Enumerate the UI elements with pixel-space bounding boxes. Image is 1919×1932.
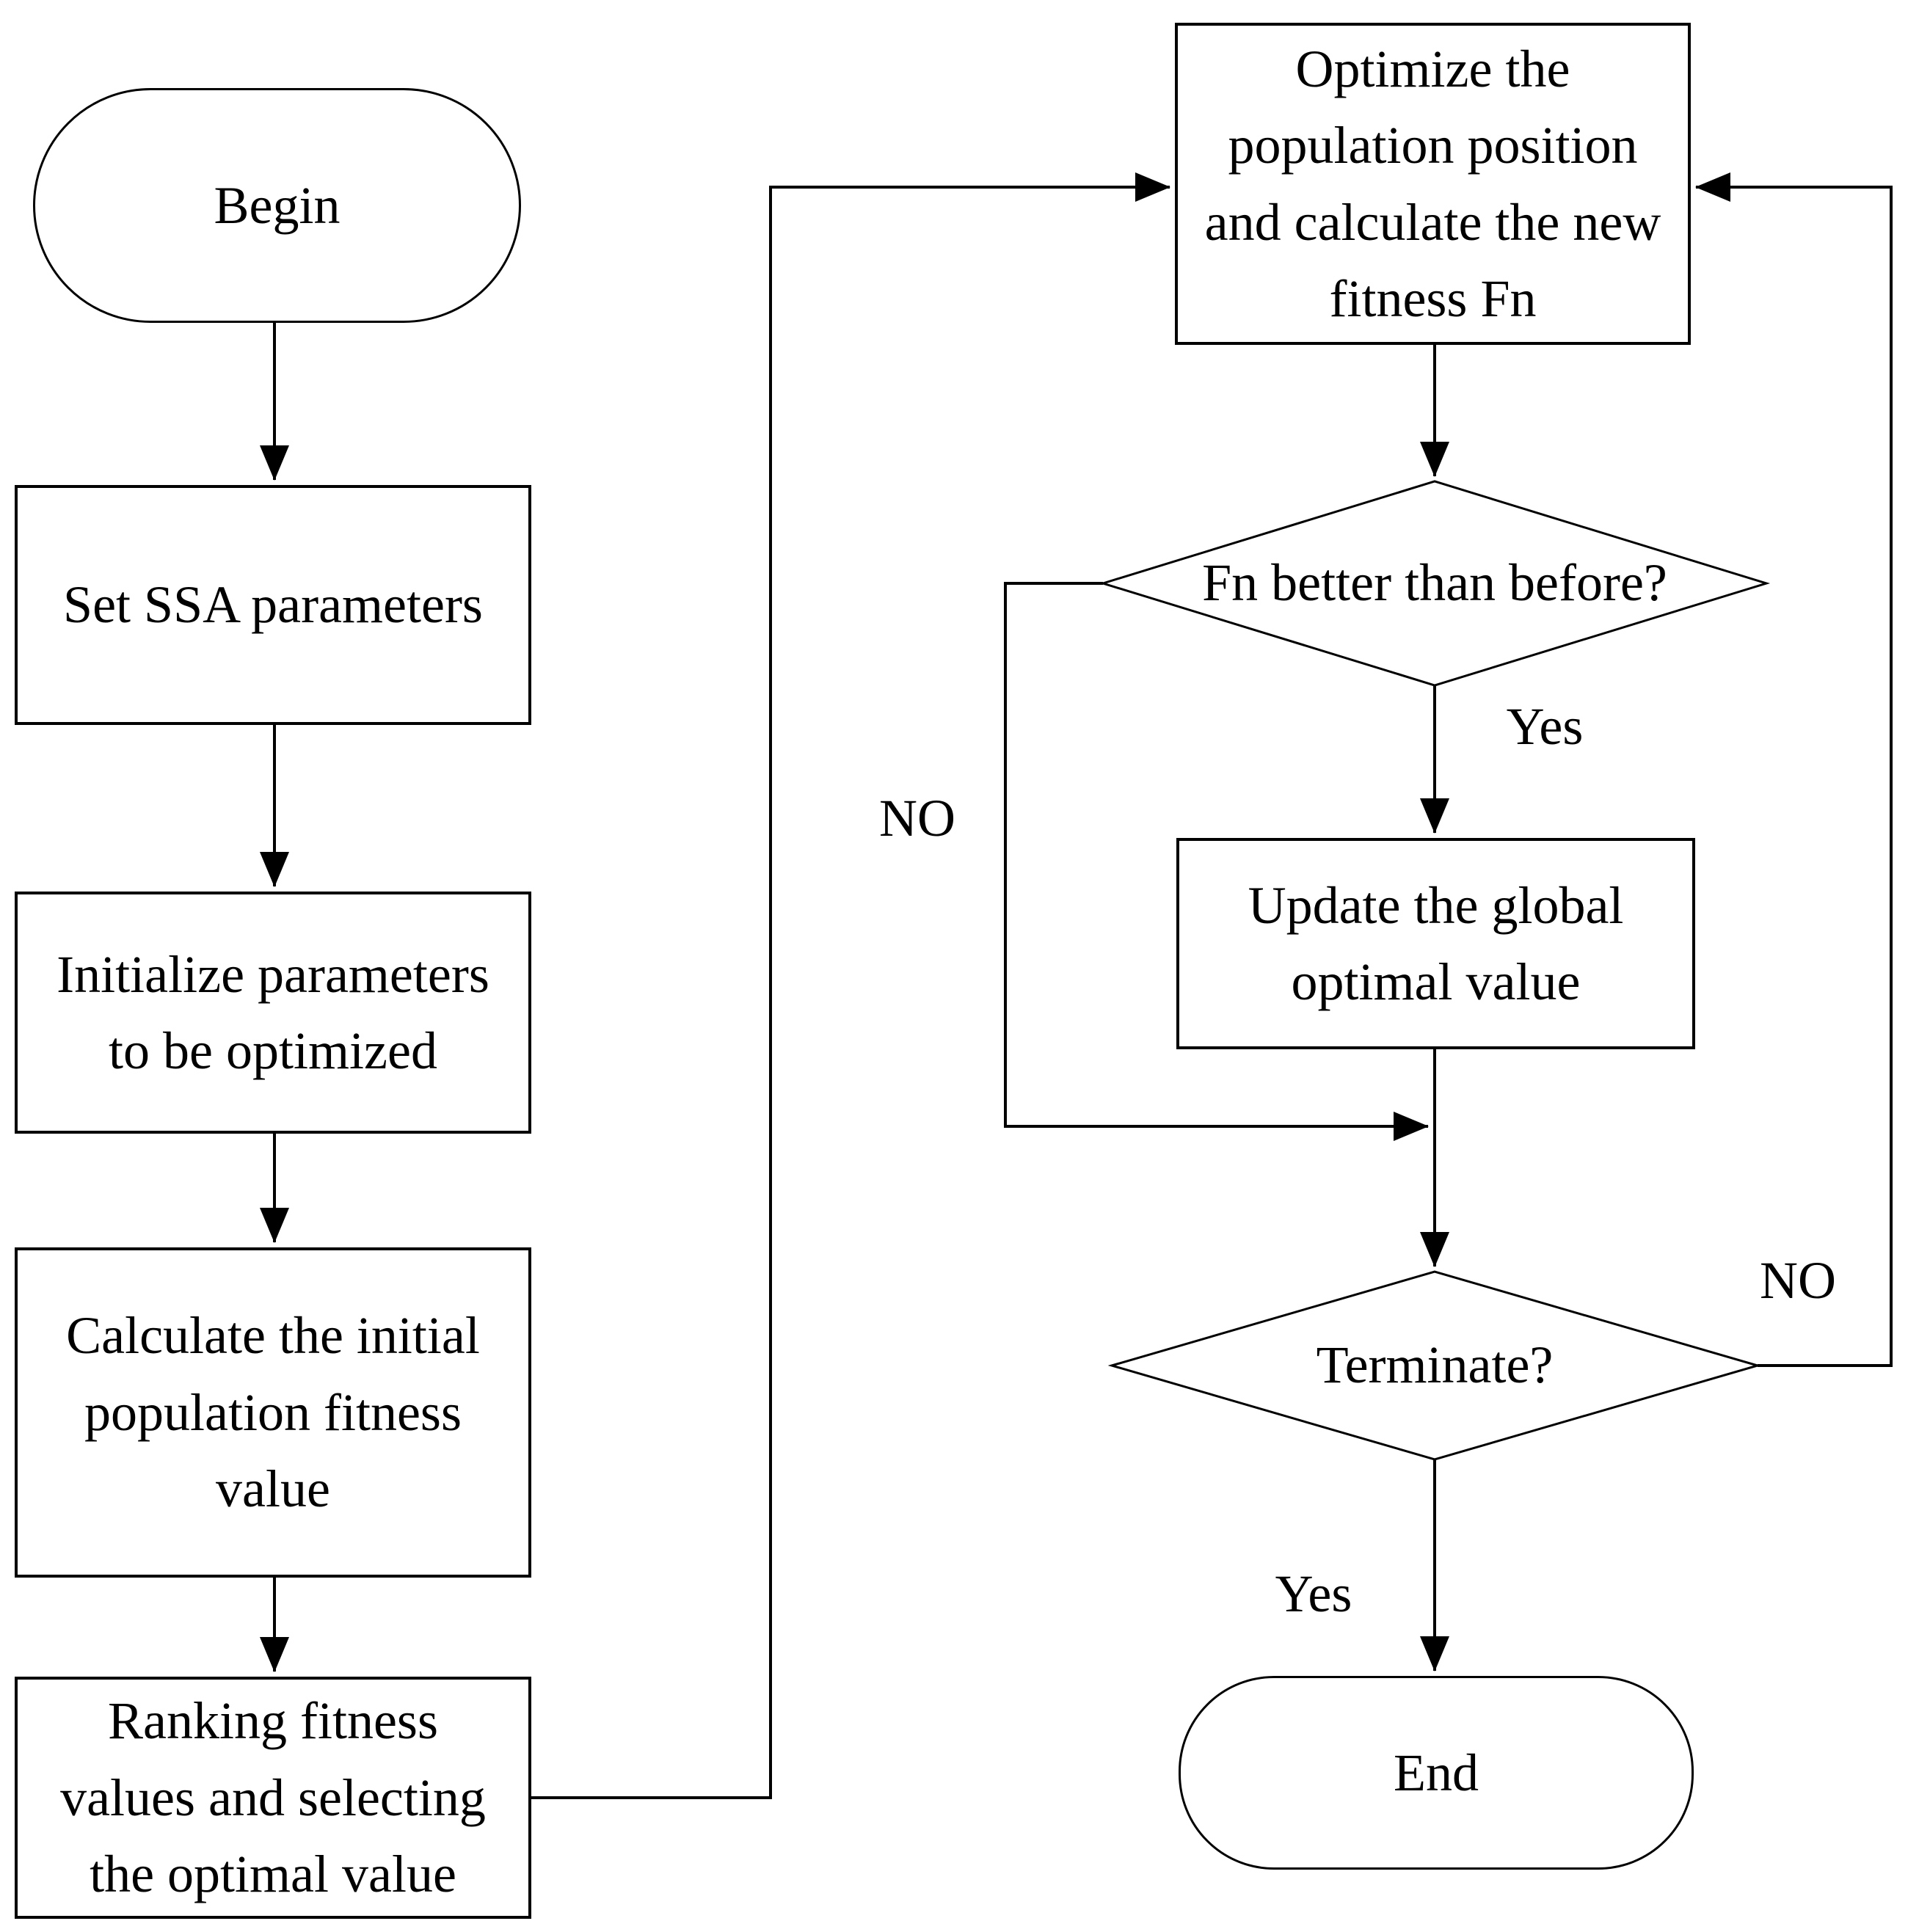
node-end: End bbox=[1179, 1676, 1694, 1870]
decision-terminate-label: Terminate? bbox=[1316, 1335, 1554, 1395]
node-begin: Begin bbox=[33, 88, 521, 323]
node-calculate-initial-fitness: Calculate the initial population fitness… bbox=[15, 1247, 531, 1578]
edge-label-terminate-no: NO bbox=[1760, 1251, 1836, 1310]
edge-label-fn-yes: Yes bbox=[1506, 697, 1584, 756]
edge-label-fn-no: NO bbox=[879, 789, 955, 847]
node-initialize-parameters: Initialize parameters to be optimized bbox=[15, 892, 531, 1134]
edge-fn-no-to-merge bbox=[1004, 582, 1429, 1141]
edge-terminate-no-to-optimize bbox=[1695, 172, 1893, 1367]
edge-label-terminate-yes: Yes bbox=[1275, 1564, 1352, 1623]
node-ranking-fitness-values: Ranking fitness values and selecting the… bbox=[15, 1677, 531, 1919]
node-optimize-population-position: Optimize the population position and cal… bbox=[1175, 23, 1691, 345]
node-update-global-optimal: Update the global optimal value bbox=[1176, 838, 1695, 1049]
node-set-ssa-parameters: Set SSA parameters bbox=[15, 485, 531, 725]
edge-ranking-to-optimize bbox=[531, 172, 1170, 1799]
decision-fn-better-label: Fn better than before? bbox=[1202, 553, 1667, 613]
decision-fn-better-shape bbox=[1099, 480, 1771, 687]
